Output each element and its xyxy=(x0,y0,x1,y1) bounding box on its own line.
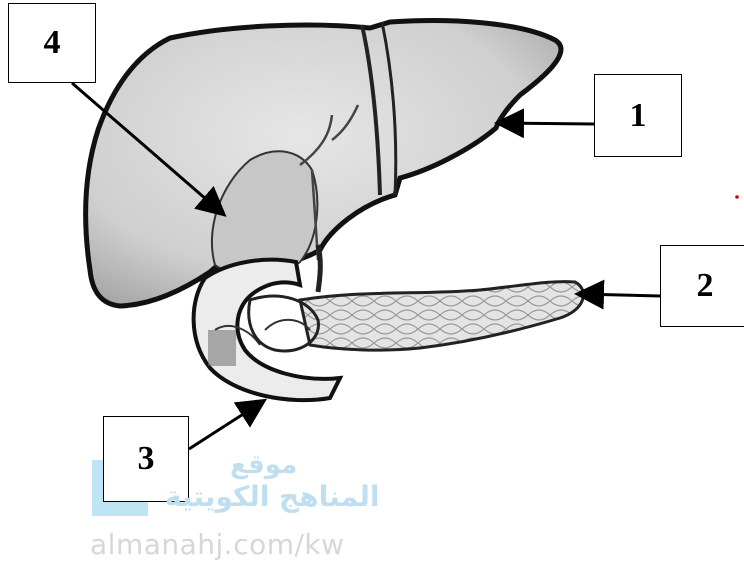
arrow-2 xyxy=(580,294,660,296)
label-box-1: 1 xyxy=(594,74,682,157)
label-3-text: 3 xyxy=(138,440,155,478)
label-box-4: 4 xyxy=(8,3,96,83)
watermark-url: almanahj.com/kw xyxy=(90,528,345,561)
pancreas-shape xyxy=(300,282,583,351)
arrow-3 xyxy=(189,402,262,449)
red-dot xyxy=(735,195,739,199)
watermark-arabic-line1: موقع xyxy=(230,450,297,480)
label-box-2: 2 xyxy=(660,245,744,327)
arrow-1 xyxy=(500,123,594,124)
watermark-arabic-line2: المناهج الكويتية xyxy=(165,480,379,513)
label-2-text: 2 xyxy=(697,267,714,305)
label-1-text: 1 xyxy=(630,97,647,135)
liver-shape xyxy=(86,21,561,306)
label-4-text: 4 xyxy=(44,24,61,62)
